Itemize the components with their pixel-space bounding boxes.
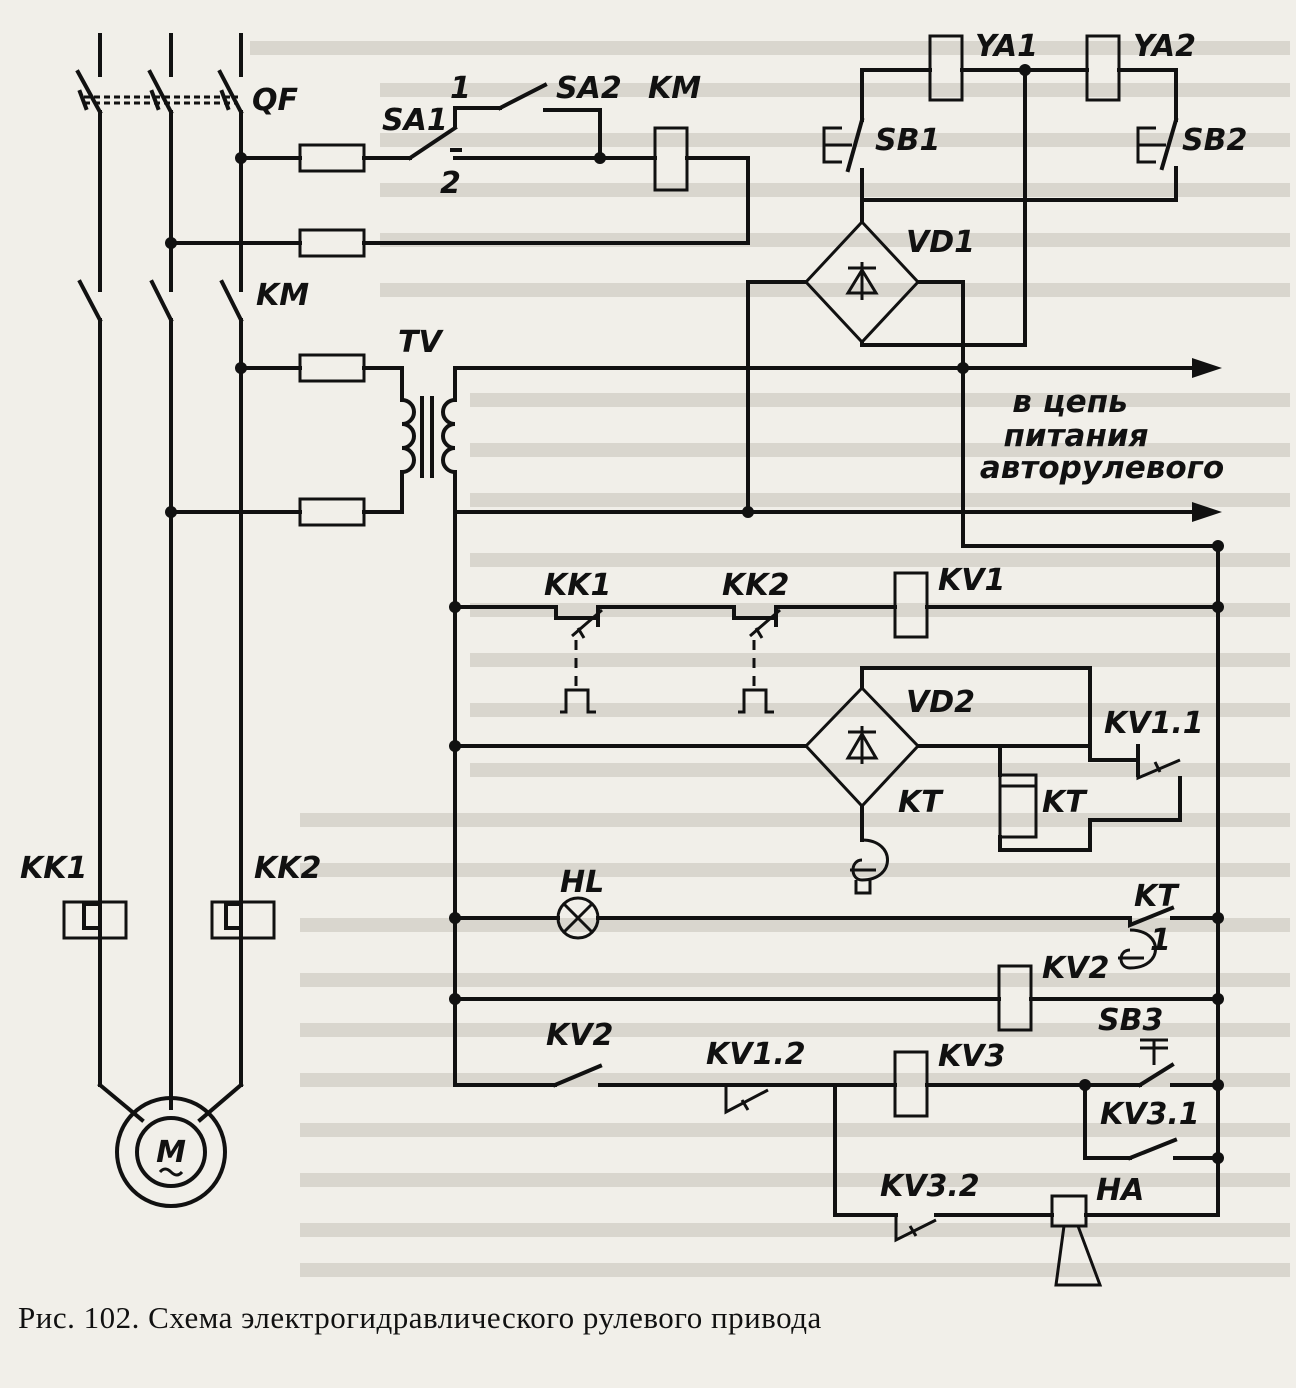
rung-hl xyxy=(449,896,1224,970)
label-kv1-1: KV1.1 xyxy=(1104,706,1204,741)
label-kk1-relay: KK1 xyxy=(20,851,87,886)
label-kk1-contact: KK1 xyxy=(544,568,611,603)
coil-kt xyxy=(998,773,1038,839)
label-ya2: YA2 xyxy=(1133,29,1196,64)
label-kk2-relay: KK2 xyxy=(254,851,321,886)
label-kv1: KV1 xyxy=(938,563,1005,598)
component-labels: QF SA1 1 2 SA2 KM YA1 YA2 SB1 SB2 VD1 KM… xyxy=(20,29,1247,1208)
circuit-diagram: M xyxy=(20,29,1290,1287)
figure-caption: Рис. 102. Схема электрогидравлического р… xyxy=(18,1300,822,1335)
fuse-4 xyxy=(298,497,366,527)
label-output-line2: питания xyxy=(1003,418,1148,454)
label-sb1: SB1 xyxy=(875,123,940,158)
label-km-coil: KM xyxy=(648,71,701,106)
label-kv1-2: KV1.2 xyxy=(706,1037,806,1072)
label-sb2: SB2 xyxy=(1182,123,1247,158)
transformer-tv xyxy=(399,396,458,478)
label-kv3-2: KV3.2 xyxy=(880,1169,980,1204)
label-output-line3: авторулевого xyxy=(980,450,1224,486)
label-vd2: VD2 xyxy=(906,685,975,720)
contactor-km-main xyxy=(77,279,244,323)
label-ha: HA xyxy=(1096,1173,1144,1208)
label-output-line1: в цепь xyxy=(1012,384,1127,420)
label-sa1: SA1 xyxy=(382,103,448,138)
label-kv3-1: KV3.1 xyxy=(1100,1097,1200,1132)
fuse-3 xyxy=(298,353,366,383)
label-kt-contact-2-index: 1 xyxy=(1150,923,1171,958)
label-kt-contact-2: KT xyxy=(1134,879,1180,914)
label-hl: HL xyxy=(560,865,604,900)
fuse-1 xyxy=(298,143,366,173)
rung-kv3 xyxy=(453,1038,1224,1287)
label-sa-position-2: 2 xyxy=(440,166,461,201)
transformer-circuit xyxy=(165,353,1222,1217)
label-km-contacts: KM xyxy=(256,278,309,313)
label-vd1: VD1 xyxy=(906,225,975,260)
label-kv2-coil: KV2 xyxy=(1042,951,1109,986)
rung-kv1 xyxy=(449,540,1224,714)
label-ya1: YA1 xyxy=(975,29,1038,64)
fuse-2 xyxy=(298,228,366,258)
label-sb3: SB3 xyxy=(1098,1003,1163,1038)
thermal-relay-kk1 xyxy=(62,878,128,952)
rung-vd2 xyxy=(449,666,1182,895)
label-kt-contact: KT xyxy=(898,785,944,820)
label-kv2-contact: KV2 xyxy=(546,1018,613,1053)
horn-ha xyxy=(1050,1194,1103,1287)
rung-kv2 xyxy=(449,964,1224,1032)
control-km-circuit xyxy=(165,82,750,258)
label-sa2: SA2 xyxy=(556,71,622,106)
label-sa-position-1: 1 xyxy=(450,71,471,106)
steering-valve-circuit xyxy=(746,34,1179,514)
motor-m: M xyxy=(115,1096,227,1208)
label-kt-coil: KT xyxy=(1042,785,1088,820)
label-kv3: KV3 xyxy=(938,1039,1005,1074)
label-tv: TV xyxy=(398,325,444,360)
label-qf: QF xyxy=(252,83,299,118)
motor-label: M xyxy=(156,1135,186,1170)
power-circuit: M xyxy=(62,33,276,1208)
thermal-relay-kk2 xyxy=(210,878,276,952)
label-kk2-contact: KK2 xyxy=(722,568,789,603)
breaker-qf xyxy=(75,69,244,115)
